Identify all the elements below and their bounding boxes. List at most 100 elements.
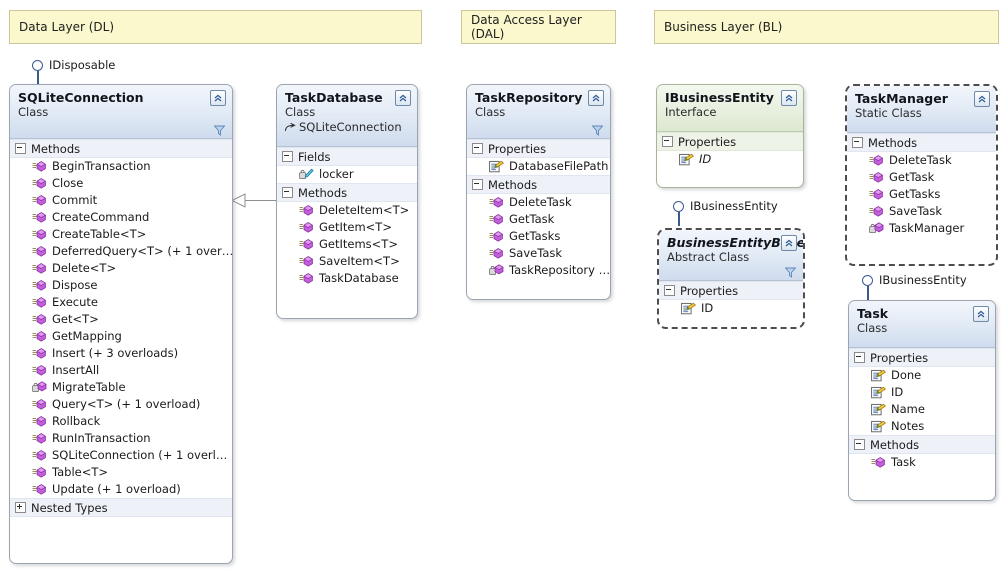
member-label: RunInTransaction	[52, 431, 151, 445]
member-row[interactable]: GetTask	[467, 211, 610, 228]
member-group-methods[interactable]: Methods	[10, 139, 232, 158]
filter-funnel-icon[interactable]	[214, 125, 225, 136]
group-collapse-icon[interactable]	[472, 179, 483, 190]
member-row[interactable]: GetTasks	[467, 228, 610, 245]
group-collapse-icon[interactable]	[664, 285, 675, 296]
layer-banner-data-layer[interactable]: Data Layer (DL)	[9, 10, 422, 44]
member-row[interactable]: Insert (+ 3 overloads)	[10, 345, 232, 362]
member-row[interactable]: CreateCommand	[10, 209, 232, 226]
member-label: GetItems<T>	[319, 237, 398, 251]
group-collapse-icon[interactable]	[282, 187, 293, 198]
member-group-properties[interactable]: Properties	[467, 139, 610, 158]
member-row[interactable]: GetItem<T>	[277, 219, 417, 236]
member-row[interactable]: SaveTask	[467, 245, 610, 262]
group-collapse-icon[interactable]	[854, 439, 865, 450]
member-row[interactable]: ID	[657, 151, 803, 168]
member-label: ID	[699, 152, 712, 166]
member-row[interactable]: SQLiteConnection (+ 1 overl…	[10, 447, 232, 464]
group-collapse-icon[interactable]	[854, 352, 865, 363]
group-collapse-icon[interactable]	[15, 143, 26, 154]
member-row[interactable]: DeferredQuery<T> (+ 1 over…	[10, 243, 232, 260]
collapse-chevron-icon[interactable]	[974, 91, 990, 107]
class-shape-sqliteconnection[interactable]: SQLiteConnection Class Methods BeginTran…	[9, 84, 233, 564]
interface-shape-ibusinessentity[interactable]: IBusinessEntity Interface Properties ID	[656, 84, 804, 188]
member-row[interactable]: GetMapping	[10, 328, 232, 345]
member-row[interactable]: Query<T> (+ 1 overload)	[10, 396, 232, 413]
filter-funnel-icon[interactable]	[785, 267, 796, 278]
member-row[interactable]: SaveTask	[847, 203, 996, 220]
member-row[interactable]: Table<T>	[10, 464, 232, 481]
method-icon	[489, 196, 504, 209]
member-row[interactable]: GetTask	[847, 169, 996, 186]
collapse-chevron-icon[interactable]	[973, 306, 989, 322]
member-row[interactable]: InsertAll	[10, 362, 232, 379]
member-group-methods[interactable]: Methods	[849, 435, 995, 454]
class-header: TaskRepository Class	[467, 85, 610, 139]
layer-banner-label: Data Layer (DL)	[19, 20, 115, 34]
member-row[interactable]: Delete<T>	[10, 260, 232, 277]
member-row[interactable]: GetItems<T>	[277, 236, 417, 253]
member-row[interactable]: Task	[849, 454, 995, 471]
group-collapse-icon[interactable]	[282, 151, 293, 162]
member-row[interactable]: TaskRepository …	[467, 262, 610, 279]
member-row[interactable]: ID	[659, 300, 803, 317]
member-row[interactable]: ID	[849, 384, 995, 401]
member-group-properties[interactable]: Properties	[657, 132, 803, 151]
class-shape-task[interactable]: Task Class Properties Done ID Name Notes…	[848, 300, 996, 501]
member-row[interactable]: DatabaseFilePath	[467, 158, 610, 175]
member-row[interactable]: Name	[849, 401, 995, 418]
member-row[interactable]: Get<T>	[10, 311, 232, 328]
member-group-fields[interactable]: Fields	[277, 147, 417, 166]
collapse-chevron-icon[interactable]	[210, 90, 226, 106]
member-row[interactable]: DeleteTask	[467, 194, 610, 211]
member-row[interactable]: GetTasks	[847, 186, 996, 203]
member-group-properties[interactable]: Properties	[849, 348, 995, 367]
class-shape-taskrepository[interactable]: TaskRepository Class Properties Database…	[466, 84, 611, 300]
member-row[interactable]: DeleteItem<T>	[277, 202, 417, 219]
layer-banner-data-access-layer[interactable]: Data Access Layer (DAL)	[461, 10, 616, 44]
class-header: BusinessEntityBase Abstract Class	[659, 230, 803, 281]
method-private-icon	[489, 264, 504, 277]
layer-banner-business-layer[interactable]: Business Layer (BL)	[654, 10, 999, 44]
group-collapse-icon[interactable]	[662, 136, 673, 147]
member-row[interactable]: TaskDatabase	[277, 270, 417, 287]
member-group-nested-types[interactable]: Nested Types	[10, 498, 232, 517]
member-group-methods[interactable]: Methods	[277, 183, 417, 202]
member-row[interactable]: Dispose	[10, 277, 232, 294]
class-shape-taskmanager[interactable]: TaskManager Static Class Methods DeleteT…	[845, 84, 998, 266]
member-row[interactable]: Update (+ 1 overload)	[10, 481, 232, 498]
member-row[interactable]: BeginTransaction	[10, 158, 232, 175]
member-row[interactable]: TaskManager	[847, 220, 996, 237]
member-row[interactable]: locker	[277, 166, 417, 183]
member-row[interactable]: MigrateTable	[10, 379, 232, 396]
member-row[interactable]: CreateTable<T>	[10, 226, 232, 243]
member-label: GetTask	[509, 212, 555, 226]
member-group-methods[interactable]: Methods	[847, 133, 996, 152]
class-shape-businessentitybase[interactable]: BusinessEntityBase Abstract Class Proper…	[657, 228, 805, 329]
member-label: Execute	[52, 295, 98, 309]
collapse-chevron-icon[interactable]	[395, 90, 411, 106]
method-icon	[489, 230, 504, 243]
member-row[interactable]: Rollback	[10, 413, 232, 430]
member-row[interactable]: Done	[849, 367, 995, 384]
collapse-chevron-icon[interactable]	[781, 90, 797, 106]
method-icon	[32, 347, 47, 360]
property-icon	[679, 153, 695, 166]
collapse-chevron-icon[interactable]	[781, 235, 797, 251]
member-row[interactable]: DeleteTask	[847, 152, 996, 169]
member-group-properties[interactable]: Properties	[659, 281, 803, 300]
method-icon	[32, 466, 47, 479]
group-expand-icon[interactable]	[15, 502, 26, 513]
member-row[interactable]: Execute	[10, 294, 232, 311]
group-collapse-icon[interactable]	[472, 143, 483, 154]
collapse-chevron-icon[interactable]	[588, 90, 604, 106]
member-group-methods[interactable]: Methods	[467, 175, 610, 194]
member-row[interactable]: RunInTransaction	[10, 430, 232, 447]
filter-funnel-icon[interactable]	[592, 125, 603, 136]
group-collapse-icon[interactable]	[852, 137, 863, 148]
member-row[interactable]: Notes	[849, 418, 995, 435]
member-row[interactable]: Close	[10, 175, 232, 192]
class-shape-taskdatabase[interactable]: TaskDatabase Class SQLiteConnection Fiel…	[276, 84, 418, 319]
member-row[interactable]: Commit	[10, 192, 232, 209]
member-row[interactable]: SaveItem<T>	[277, 253, 417, 270]
